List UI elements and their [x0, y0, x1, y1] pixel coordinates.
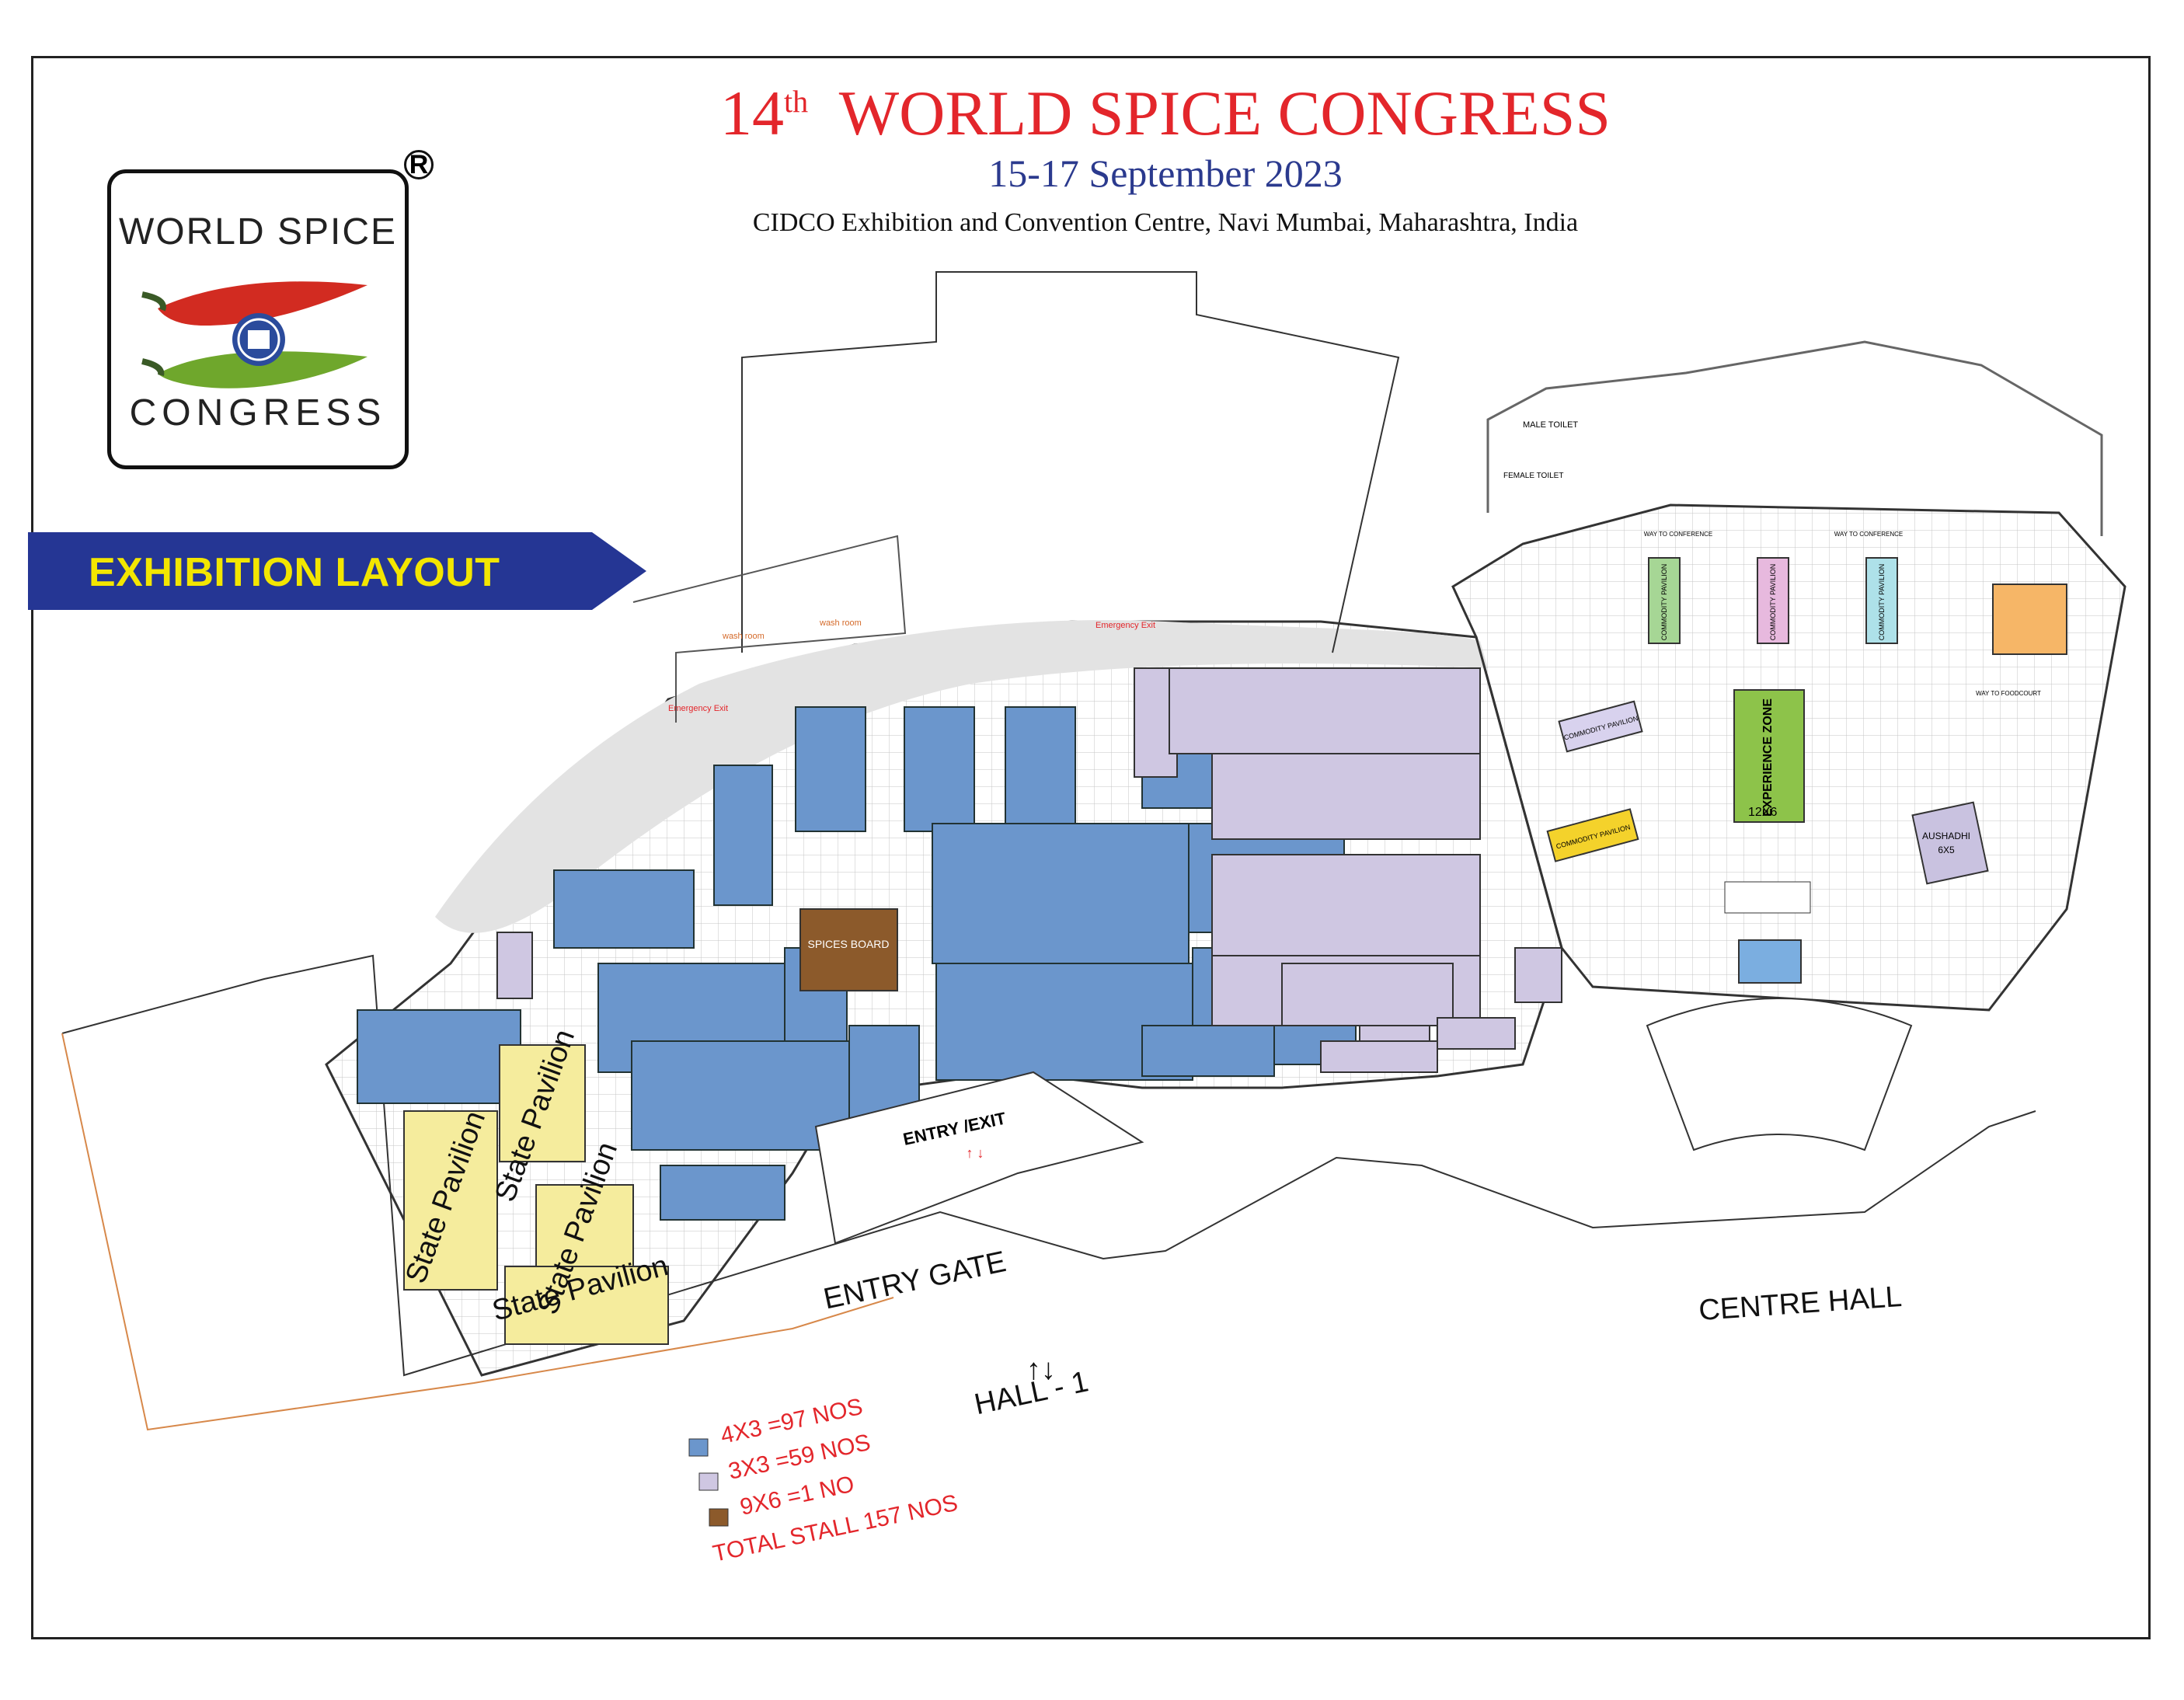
entry-arrow-icon: ↑ ↓	[966, 1145, 984, 1161]
logo-bottom-text: CONGRESS	[129, 392, 387, 434]
commodity-pavilion-1	[1546, 808, 1639, 862]
emergency-exit-1: Emergency Exit	[668, 704, 728, 713]
legend-swatch-3x3	[698, 1472, 719, 1491]
legend-swatch-4x3	[688, 1438, 709, 1457]
male-toilet-label: MALE TOILET	[1523, 420, 1578, 430]
entry-exit-area	[814, 1071, 1144, 1245]
banner-label: EXHIBITION LAYOUT	[89, 550, 500, 595]
exhibition-layout-banner: EXHIBITION LAYOUT	[28, 532, 646, 610]
way-to-conference-1: WAY TO CONFERENCE	[1644, 531, 1712, 538]
experience-zone-label: EXPERIENCE ZONE	[1761, 698, 1775, 817]
conference-outline	[1486, 340, 2103, 536]
wash-room-outline	[632, 535, 907, 723]
aushadhi-stall	[1911, 801, 1989, 885]
commodity-pavilion-2	[1558, 700, 1643, 753]
aushadhi-label: AUSHADHI	[1922, 831, 1970, 841]
entry-arrows-icon: ↑↓	[1026, 1353, 1056, 1386]
commodity-pavilion-3-label: COMMODITY PAVILION	[1660, 564, 1668, 641]
congress-logo: WORLD SPICE CONGRESS	[107, 169, 409, 469]
commodity-pavilion-5-label: COMMODITY PAVILION	[1878, 564, 1886, 641]
walkway-band	[435, 620, 1488, 933]
upper-hall-outline	[741, 271, 1400, 653]
commodity-pavilion-3	[1648, 557, 1681, 644]
event-venue: CIDCO Exhibition and Convention Centre, …	[752, 208, 1579, 237]
orange-stall	[1992, 584, 2067, 655]
outer-boundary	[61, 954, 2036, 1377]
event-dates: 15-17 September 2023	[988, 152, 1343, 195]
event-title: 14th WORLD SPICE CONGRESS	[720, 78, 1611, 148]
auditorium-seating	[1646, 998, 1913, 1151]
chilli-icon	[141, 281, 367, 388]
way-to-foodcourt: WAY TO FOODCOURT	[1976, 690, 2041, 697]
state-pavilions	[403, 1044, 669, 1345]
commodity-pavilion-5	[1865, 557, 1898, 644]
centre-hall-label: CENTRE HALL	[1698, 1280, 1903, 1327]
entry-gate-label: ENTRY GATE	[820, 1245, 1008, 1316]
legend-swatch-9x6	[709, 1508, 729, 1527]
outer-boundary-west	[61, 1033, 894, 1431]
presentation-desk	[1738, 939, 1802, 984]
aushadhi-size: 6X5	[1938, 845, 1955, 855]
stall-legend: 4X3 =97 NOS 3X3 =59 NOS 9X6 =1 NO TOTAL …	[688, 1394, 960, 1567]
spices-board-stall	[799, 908, 898, 991]
registered-mark: R	[404, 150, 434, 180]
seating-area	[1724, 881, 1811, 914]
banner-arrow-shape	[28, 532, 646, 610]
commodity-pavilion-4-label: COMMODITY PAVILION	[1769, 564, 1777, 641]
way-to-conference-2: WAY TO CONFERENCE	[1834, 531, 1903, 538]
experience-zone	[1733, 689, 1805, 823]
stalls-3x3	[496, 667, 1562, 1073]
spices-board-label: SPICES BOARD	[807, 938, 889, 950]
page-frame	[31, 56, 2151, 1639]
wash-room-1: wash room	[722, 632, 765, 641]
commodity-pavilion-4	[1757, 557, 1789, 644]
wash-room-2: wash room	[819, 618, 862, 628]
emergency-exit-2: Emergency Exit	[1095, 621, 1155, 630]
female-toilet-label: FEMALE TOILET	[1503, 472, 1563, 480]
experience-zone-size: 12X6	[1748, 806, 1777, 819]
logo-top-text: WORLD SPICE	[118, 211, 398, 253]
